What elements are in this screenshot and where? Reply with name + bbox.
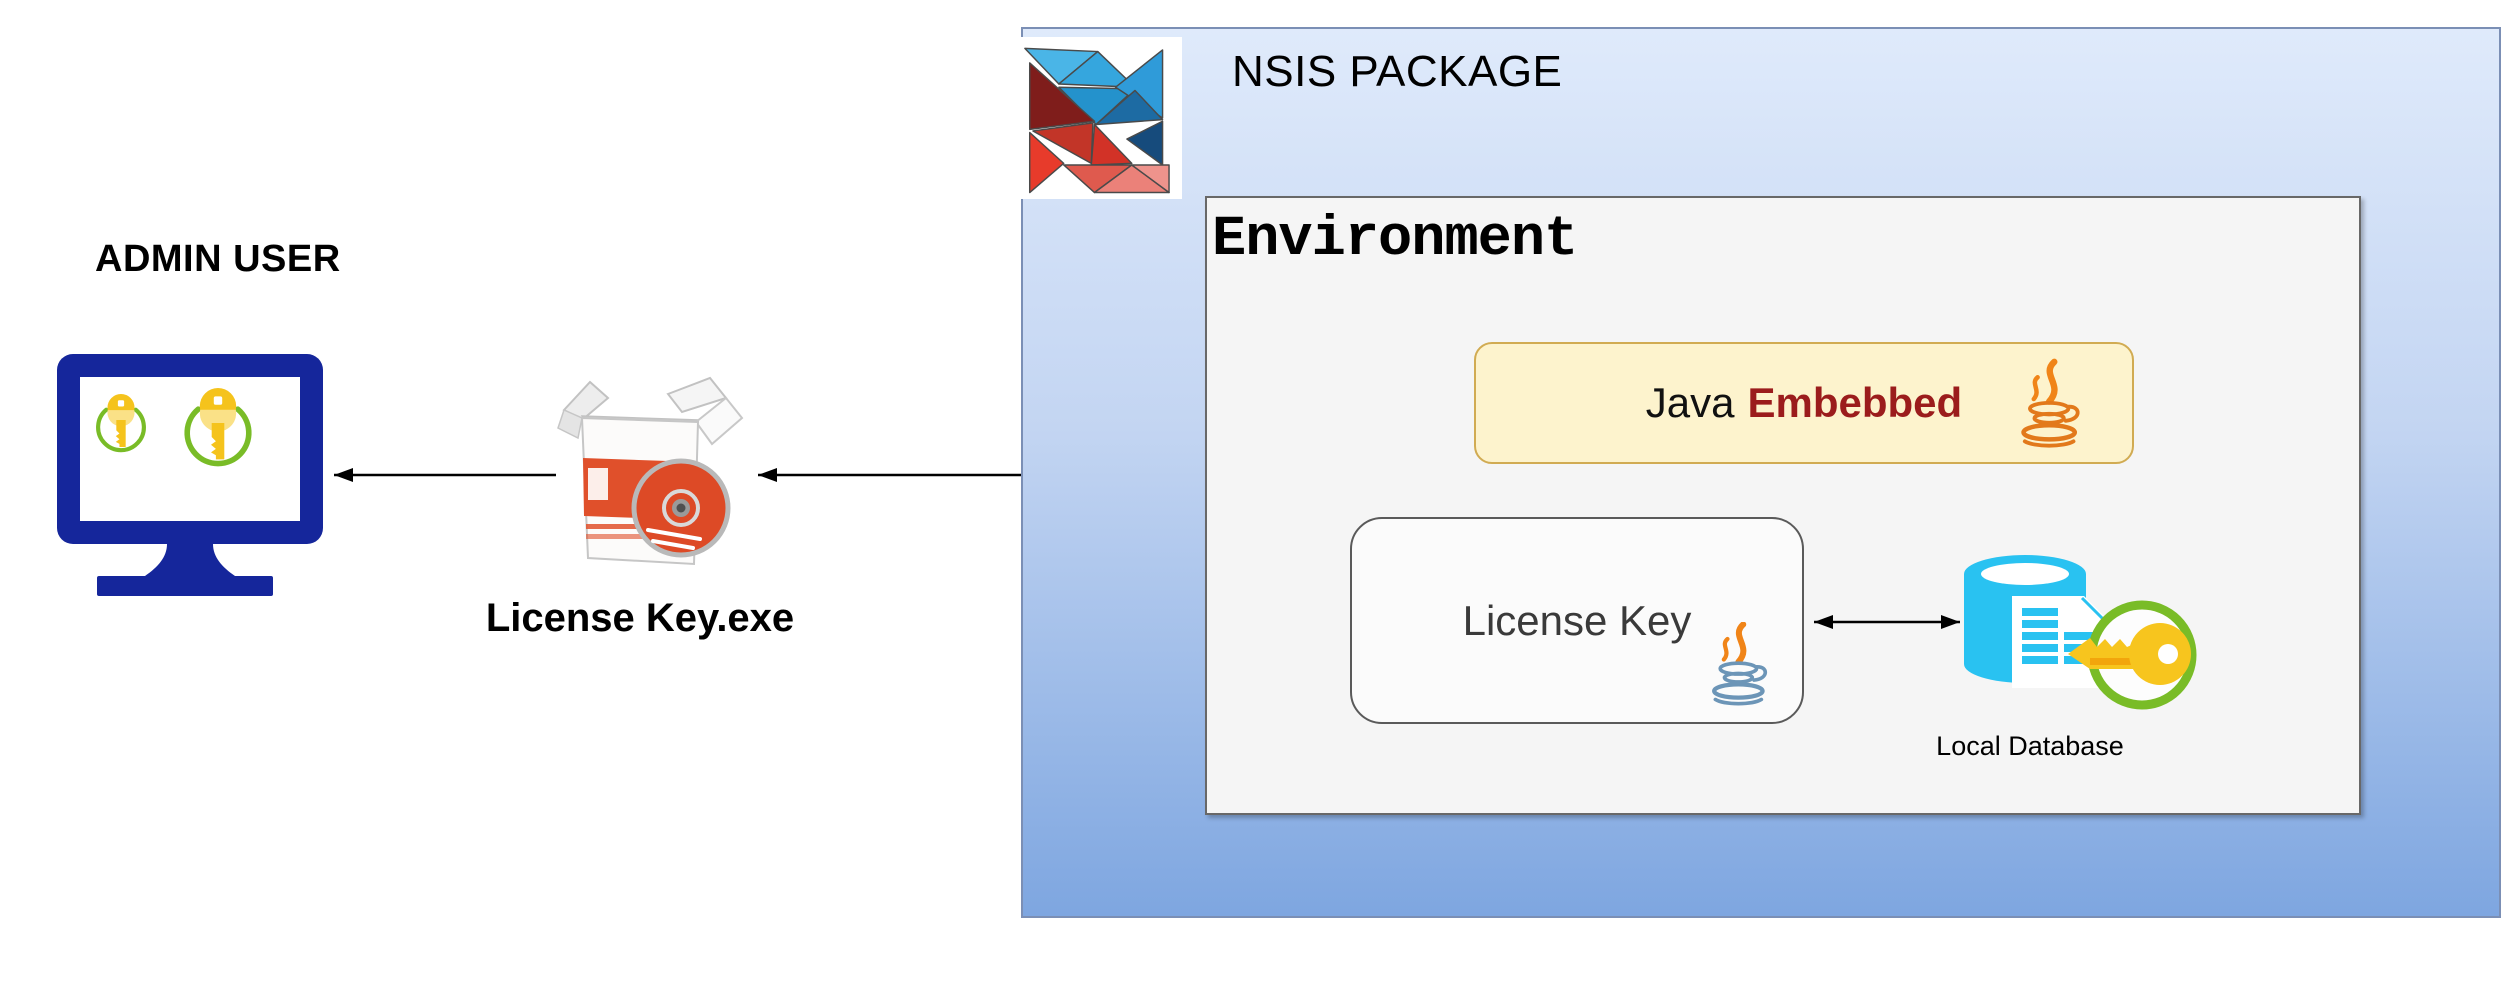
java-embedded-box: Java Embebbed [1474, 342, 2134, 464]
nsis-logo-icon [1020, 37, 1182, 199]
installer-label: License Key.exe [485, 596, 795, 640]
java-logo-icon-orange [2021, 358, 2080, 448]
monitor-stand-base [97, 576, 273, 596]
key-icon-large [184, 388, 252, 467]
monitor-frame [57, 354, 323, 596]
java-embedded-label-emphasis: Embebbed [1747, 379, 1963, 426]
admin-user-label: ADMIN USER [95, 238, 341, 280]
java-embedded-label-prefix: Java [1645, 379, 1735, 426]
java-embedded-label: Java Embebbed [1646, 382, 1962, 424]
java-logo-icon-blue [1712, 622, 1768, 706]
key-icon-small [96, 394, 146, 453]
monitor-stand-neck [145, 544, 235, 576]
license-key-label: License Key [1462, 596, 1692, 644]
nsis-package-title: NSIS PACKAGE [1232, 47, 1563, 96]
admin-monitor-icon [57, 354, 323, 596]
cd-disc [631, 458, 731, 558]
local-database-label: Local Database [1936, 731, 2124, 761]
access-key-icon [2068, 600, 2197, 710]
local-database-icon [1964, 555, 2197, 710]
environment-title: Environment [1212, 208, 1578, 272]
license-key-box: License Key [1350, 517, 1804, 724]
installer-package-icon [557, 376, 744, 566]
